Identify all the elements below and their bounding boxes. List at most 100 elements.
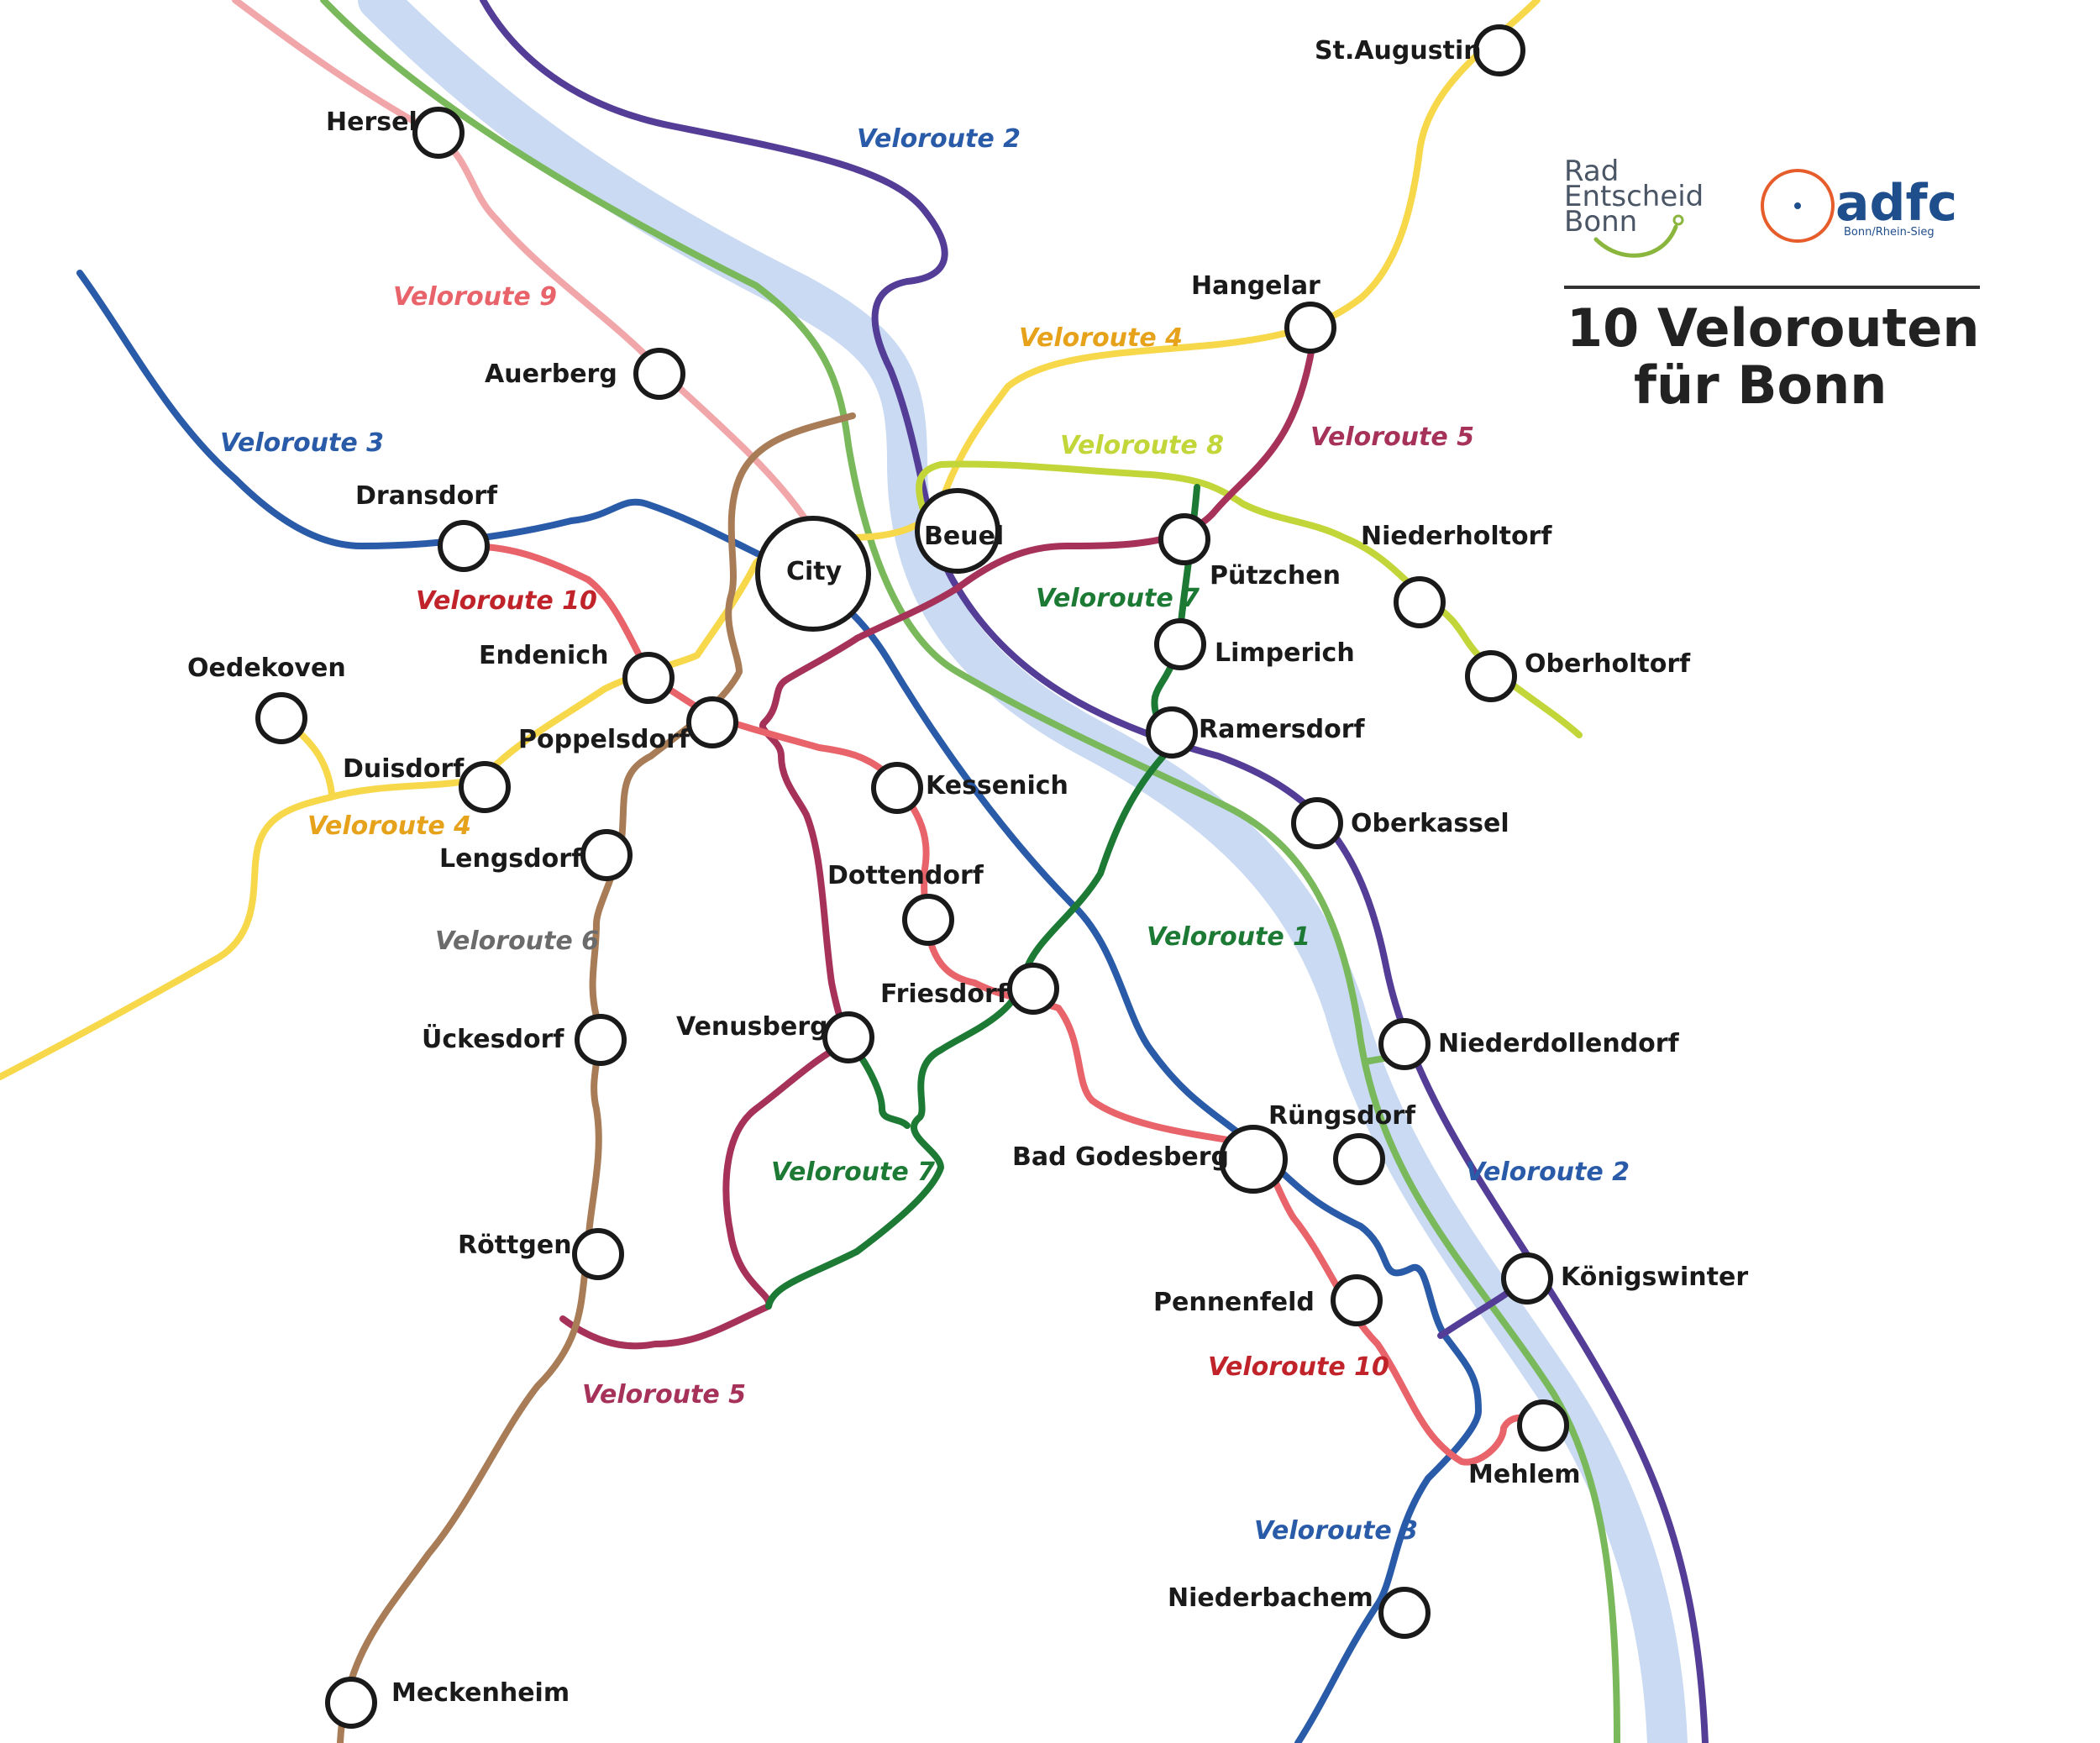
station-ramersdorf-label: Ramersdorf [1199,715,1365,744]
station-koenigswinter-label: Königswinter [1561,1263,1748,1292]
station-venusberg-marker[interactable] [822,1011,874,1063]
station-oberkassel-marker[interactable] [1291,797,1343,849]
route-label-v10-north: Veloroute 10 [416,586,597,616]
station-dottendorf-marker[interactable] [902,894,954,946]
station-ruengsdorf-marker[interactable] [1333,1133,1385,1185]
title-line2: für Bonn [1634,354,1887,416]
station-venusberg-label: Venusberg [676,1012,828,1042]
station-niederbachem-marker[interactable] [1378,1587,1431,1639]
station-limperich-marker[interactable] [1154,618,1206,670]
station-friesdorf-label: Friesdorf [880,979,1009,1009]
route-label-v7-south: Veloroute 7 [771,1158,935,1187]
veloroute-3-line [76,270,1482,1743]
station-poppelsdorf-marker[interactable] [686,696,738,748]
station-oedekoven-marker[interactable] [255,692,307,744]
station-poppelsdorf-label: Poppelsdorf [518,725,690,754]
veloroute-6-line [337,412,856,1743]
station-koenigswinter-marker[interactable] [1501,1252,1553,1305]
station-ueckesdorf-label: Ückesdorf [422,1023,564,1054]
adfc-logo-text: adfc [1835,174,1957,233]
station-kessenich-marker[interactable] [871,762,923,814]
station-beuel-marker[interactable] [915,488,1000,574]
route-label-v2-south: Veloroute 2 [1466,1158,1630,1187]
station-oedekoven-label: Oedekoven [187,654,346,683]
route-label-v8: Veloroute 8 [1060,431,1224,460]
station-duisdorf-label: Duisdorf [343,754,465,784]
station-pennenfeld-label: Pennenfeld [1153,1288,1315,1317]
station-hangelar-marker[interactable] [1284,302,1336,354]
veloroute-8-line [916,460,1583,738]
station-ramersdorf-marker[interactable] [1146,706,1198,759]
station-staugustin-label: St.Augustin [1315,36,1482,66]
station-endenich-label: Endenich [479,641,608,670]
station-niederholtorf-marker[interactable] [1394,576,1446,628]
station-dransdorf-label: Dransdorf [355,481,498,511]
route-label-v10-south: Veloroute 10 [1208,1352,1389,1382]
route-label-v2-north: Veloroute 2 [857,124,1021,154]
route-label-v5-south: Veloroute 5 [582,1380,746,1410]
veloroute-5-line [559,328,1318,1350]
station-lengsdorf-marker[interactable] [580,829,633,881]
station-niederdollendorf-marker[interactable] [1378,1018,1431,1070]
veloroute-9-line [232,0,822,575]
station-lengsdorf-label: Lengsdorf [439,844,583,874]
station-beuel-label: Beuel [924,522,1004,551]
radentscheid-logo: Rad Entscheid Bonn [1564,155,1704,258]
station-roettgen-marker[interactable] [572,1228,624,1280]
station-mehlem-marker[interactable] [1517,1399,1569,1452]
station-mehlem-label: Mehlem [1468,1460,1580,1489]
station-puetzchen-label: Pützchen [1210,561,1341,591]
station-hersel-marker[interactable] [412,107,465,159]
station-limperich-label: Limperich [1215,638,1355,668]
station-meckenheim-label: Meckenheim [391,1678,570,1708]
station-badgodesberg-marker[interactable] [1219,1125,1288,1194]
radentscheid-dot-icon [1672,214,1684,226]
station-hangelar-label: Hangelar [1191,271,1320,301]
station-ruengsdorf-label: Rüngsdorf [1268,1101,1416,1131]
station-dottendorf-label: Dottendorf [827,861,984,890]
route-label-v3-north: Veloroute 3 [220,428,384,458]
adfc-hub-icon [1794,202,1801,209]
station-oberkassel-label: Oberkassel [1351,809,1509,838]
title-divider [1564,286,1980,289]
route-labels: Veloroute 2 Veloroute 9 Veloroute 4 Velo… [220,124,1630,1546]
logo-block: Rad Entscheid Bonn adfc Bonn/Rhein-Sieg … [1546,118,2016,437]
route-label-v7-north: Veloroute 7 [1036,584,1200,613]
radentscheid-logo-line3: Bonn [1564,205,1637,239]
station-markers [255,24,1569,1729]
station-staugustin-marker[interactable] [1473,24,1525,76]
route-label-v6: Veloroute 6 [435,927,599,956]
route-label-v5-north: Veloroute 5 [1310,423,1474,452]
route-label-v9: Veloroute 9 [393,282,557,312]
station-oberholtorf-label: Oberholtorf [1525,649,1691,679]
radentscheid-logo-line2: Entscheid [1564,180,1704,213]
station-kessenich-label: Kessenich [926,771,1068,801]
station-friesdorf-marker[interactable] [1007,963,1059,1015]
station-puetzchen-marker[interactable] [1158,513,1210,565]
veloroute-1-line [320,0,1620,1743]
title-line1: 10 Velorouten [1567,297,1980,359]
station-ueckesdorf-marker[interactable] [575,1014,627,1066]
station-badgodesberg-label: Bad Godesberg [1012,1142,1229,1172]
station-niederholtorf-label: Niederholtorf [1361,522,1552,551]
station-pennenfeld-marker[interactable] [1331,1274,1383,1326]
station-niederbachem-label: Niederbachem [1168,1583,1373,1613]
station-oberholtorf-marker[interactable] [1465,650,1517,702]
route-label-v4-west: Veloroute 4 [307,811,471,841]
station-niederdollendorf-label: Niederdollendorf [1438,1029,1680,1058]
station-endenich-marker[interactable] [622,652,675,704]
station-dransdorf-marker[interactable] [438,520,490,572]
radentscheid-logo-line1: Rad [1564,155,1619,188]
logo-background [1546,118,2016,437]
adfc-logo: adfc Bonn/Rhein-Sieg [1761,169,1957,243]
station-labels: St.Augustin Hersel Hangelar Auerberg Dra… [187,36,1748,1708]
station-city-marker[interactable] [755,516,871,632]
station-hersel-label: Hersel [326,108,417,137]
route-label-v3-south: Veloroute 3 [1254,1516,1418,1546]
station-meckenheim-marker[interactable] [325,1677,377,1729]
route-label-v1: Veloroute 1 [1147,922,1310,952]
station-auerberg-marker[interactable] [633,348,685,400]
station-city-label: City [786,557,843,586]
station-duisdorf-marker[interactable] [459,761,511,813]
